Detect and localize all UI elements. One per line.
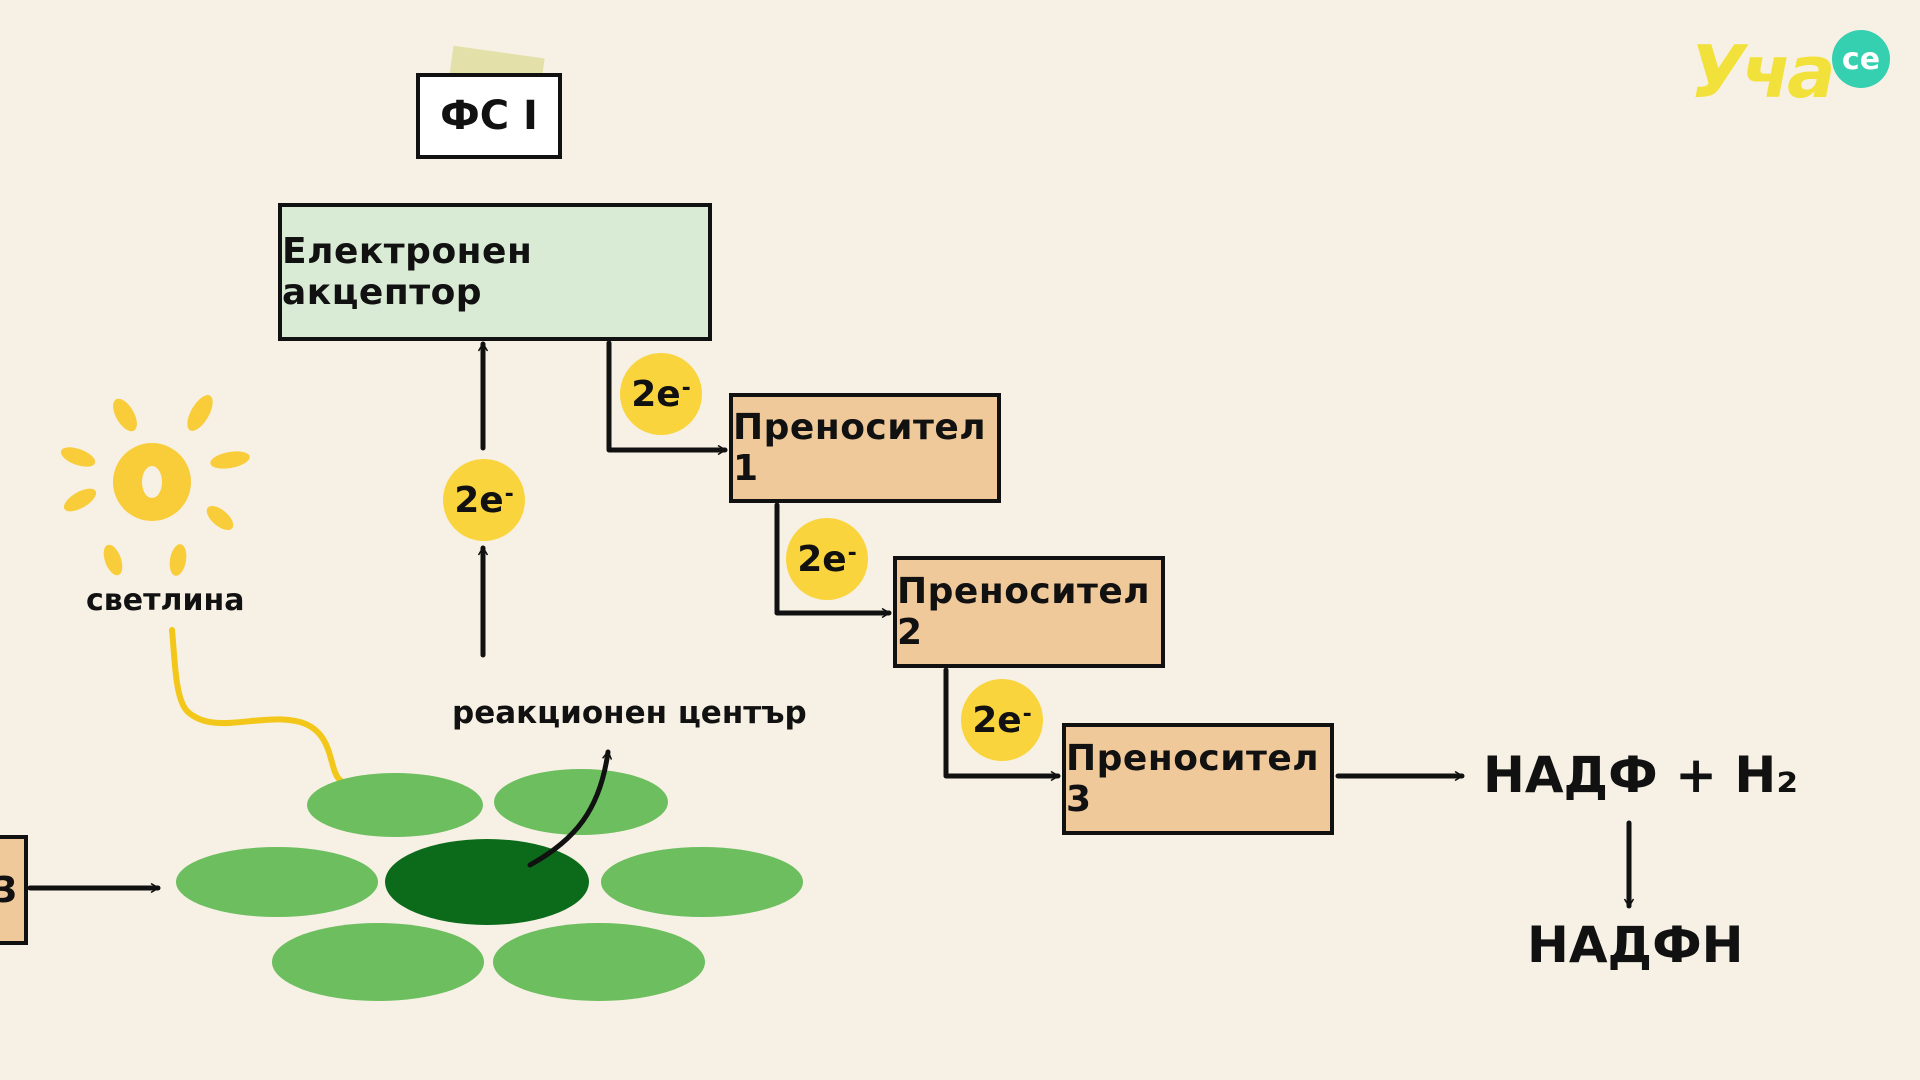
antenna-pigment (272, 923, 484, 1001)
nadph-label: НАДФН (1527, 916, 1744, 974)
electron-badge: 2e- (786, 518, 868, 600)
carrier-3-box: Преносител 3 (1062, 723, 1334, 835)
nadp-label: НАДФ + Н₂ (1483, 746, 1799, 804)
antenna-pigment (493, 923, 705, 1001)
connector-carrier1-carrier2 (774, 502, 892, 613)
carrier-1-box: Преносител 1 (729, 393, 1001, 503)
reaction-center (385, 839, 589, 925)
electron-badge: 2e- (620, 353, 702, 435)
photosystem-complex (176, 769, 803, 1001)
antenna-pigment (601, 847, 803, 917)
antenna-pigment (494, 769, 668, 835)
connector-acceptor-carrier1 (606, 340, 728, 450)
logo-bubble-icon: се (1832, 30, 1890, 88)
previous-carrier-box: 3 (0, 835, 28, 945)
logo: Уча (1690, 30, 1836, 114)
antenna-pigment (307, 773, 483, 837)
electron-acceptor-box: Електронен акцептор (278, 203, 712, 341)
connector-carrier2-carrier3 (943, 667, 1061, 776)
reaction-center-label: реакционен център (452, 695, 807, 731)
antenna-pigment (176, 847, 378, 917)
reaction-center-pointer-arrow (527, 749, 608, 868)
carrier-2-box: Преносител 2 (893, 556, 1165, 668)
electron-badge: 2e- (443, 459, 525, 541)
sun-icon (60, 395, 250, 576)
electron-badge: 2e- (961, 679, 1043, 761)
light-label: светлина (86, 583, 245, 618)
photosystem-label: ФС I (416, 73, 562, 159)
